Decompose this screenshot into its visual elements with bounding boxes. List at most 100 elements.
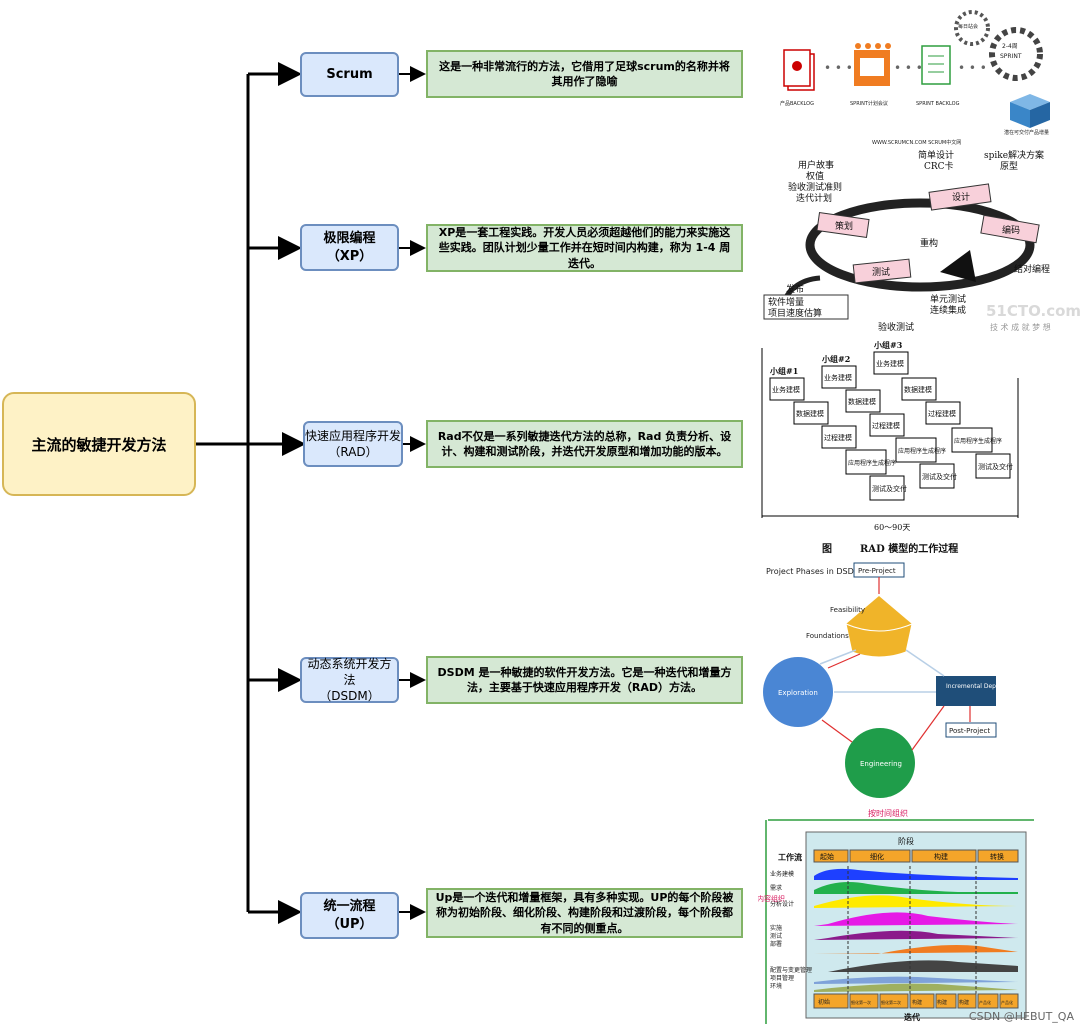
product-increment-icon <box>1010 94 1050 128</box>
rad-step-3a: 业务建模 <box>876 359 904 368</box>
dsdm-figure: Project Phases in DSDM Atern Pre-Project… <box>760 560 1080 800</box>
up-top-label: 按时间组织 <box>868 808 908 818</box>
up-workflow-4: 测试 <box>770 932 782 940</box>
up-workflow-3: 实施 <box>770 924 782 932</box>
up-left-label: 按内容组织 <box>758 894 785 903</box>
dsdm-cone <box>846 596 912 631</box>
scrum-figure: 产品BACKLOG • • • SPRINT计划会议 • • • SPRINT … <box>776 6 1080 148</box>
xp-label-6: spike解决方案 <box>984 150 1044 161</box>
xp-label-14: 软件增量 <box>768 296 804 308</box>
xp-box-design-label: 设计 <box>952 191 970 203</box>
xp-logo-sub: 技 术 成 就 梦 想 <box>990 322 1051 332</box>
xp-figure: 策划 设计 编码 测试 用户故事 权值 验收测试准则 迭代计划 简单设计 CRC… <box>760 150 1080 334</box>
xp-box-plan-label: 策划 <box>835 220 853 232</box>
up-workflow-2: 分析设计 <box>770 900 794 908</box>
rad-step-3b: 数据建模 <box>904 385 932 394</box>
rad-step-2d: 应用程序生成程序 <box>898 447 946 455</box>
dsdm-exploration-label: Exploration <box>778 689 818 697</box>
method-xp: 极限编程 （XP） <box>300 224 399 271</box>
up-phase-title: 阶段 <box>898 836 914 846</box>
description-rad: Rad不仅是一系列敏捷迭代方法的总称，Rad 负责分析、设计、构建和测试阶段，并… <box>426 420 743 468</box>
xp-label-13: 发布 <box>786 283 804 295</box>
xp-label-7: 原型 <box>1000 161 1018 172</box>
root-node: 主流的敏捷开发方法 <box>2 392 196 496</box>
up-workflow-8: 环境 <box>770 982 782 990</box>
up-workflow-0: 业务建模 <box>770 870 794 878</box>
up-phase-1: 细化 <box>870 852 884 861</box>
dsdm-deployment-label: Incremental Deployment <box>946 683 1021 690</box>
xp-label-1: 权值 <box>806 170 824 182</box>
up-phase-3: 转换 <box>990 852 1004 861</box>
dsdm-post: Post-Project <box>949 727 990 735</box>
dsdm-pre: Pre-Project <box>858 567 896 575</box>
watermark: CSDN @HEBUT_QA <box>968 1010 1074 1023</box>
up-iteration-3: 构建 <box>912 999 922 1006</box>
scrum-item-5: SPRINT <box>1000 53 1022 60</box>
up-iteration-4: 构建 <box>937 999 947 1006</box>
up-iteration-6: 产品化 <box>979 999 991 1005</box>
up-workflow-5: 部署 <box>770 940 782 948</box>
xp-box-code-label: 编码 <box>1002 224 1020 236</box>
rad-duration: 60～90天 <box>874 523 910 532</box>
product-backlog-icon <box>783 49 815 91</box>
xp-label-11: 连续集成 <box>930 304 966 316</box>
dsdm-feasibility: Feasibility <box>830 606 865 614</box>
description-scrum: 这是一种非常流行的方法，它借用了足球scrum的名称并将其用作了隐喻 <box>426 50 743 98</box>
dsdm-engineering-label: Engineering <box>860 760 902 768</box>
rad-caption: RAD 模型的工作过程 <box>860 542 958 555</box>
xp-box-plan <box>816 212 870 238</box>
sprint-planning-icon <box>854 43 891 86</box>
rad-step-3e: 测试及交付 <box>978 462 1013 471</box>
up-phase-0: 起始 <box>820 852 834 861</box>
xp-label-4: 简单设计 <box>918 150 954 161</box>
xp-label-10: 单元测试 <box>930 293 966 305</box>
method-dsdm: 动态系统开发方法 （DSDM） <box>300 657 399 703</box>
up-phase-2: 构建 <box>934 852 948 861</box>
description-dsdm: DSDM 是一种敏捷的软件开发方法。它是一种迭代和增量方法，主要基于快速应用程序… <box>426 656 743 704</box>
xp-label-5: CRC卡 <box>924 160 954 172</box>
dsdm-exploration <box>763 657 833 727</box>
dsdm-engineering <box>845 728 915 798</box>
up-workflow-6: 配置与变更管理 <box>770 966 812 974</box>
xp-box-design <box>928 183 992 211</box>
scrum-item-2: SPRINT BACKLOG <box>916 101 960 107</box>
scrum-item-3: 每日站会 <box>958 23 978 30</box>
rad-step-1e: 测试及交付 <box>872 484 907 493</box>
up-bottom-label: 迭代 <box>904 1012 920 1022</box>
rad-step-1b: 数据建模 <box>796 409 824 418</box>
rad-step-2a: 业务建模 <box>824 373 852 382</box>
up-workflow-label: 工作流 <box>778 852 802 862</box>
xp-label-8: 重构 <box>920 237 938 249</box>
up-workflow-1: 需求 <box>770 884 782 892</box>
rad-team-2: 小组#2 <box>821 354 850 364</box>
xp-label-2: 验收测试准则 <box>788 181 842 193</box>
sprint-cycle-icon <box>954 10 1043 81</box>
dsdm-deployment <box>936 676 996 706</box>
method-up: 统一流程 （UP） <box>300 892 399 939</box>
up-workflow-7: 项目管理 <box>770 974 794 982</box>
rad-step-1d: 应用程序生成程序 <box>848 459 896 467</box>
xp-label-3: 迭代计划 <box>796 192 832 204</box>
up-iteration-2: 细化第二次 <box>881 999 901 1005</box>
xp-label-15: 项目速度估算 <box>768 307 822 319</box>
rad-step-3d: 应用程序生成程序 <box>954 437 1002 445</box>
rad-figure: 小组#1 小组#2 小组#3 业务建模 数据建模 过程建模 应用程序生成程序 测… <box>756 338 1080 560</box>
up-iteration-5: 构建 <box>959 999 969 1006</box>
xp-label-0: 用户故事 <box>798 159 834 171</box>
up-iteration-7: 产品化 <box>1001 999 1013 1005</box>
scrum-item-4: 2-4周 <box>1002 43 1018 50</box>
up-iteration-1: 细化第一次 <box>851 999 871 1005</box>
description-up: Up是一个迭代和增量框架，具有多种实现。UP的每个阶段被称为初始阶段、细化阶段、… <box>426 888 743 938</box>
rad-step-1a: 业务建模 <box>772 385 800 394</box>
method-scrum: Scrum <box>300 52 399 97</box>
dsdm-title: Project Phases in DSDM Atern <box>766 567 885 576</box>
xp-box-code <box>980 214 1040 244</box>
rad-step-2b: 数据建模 <box>848 397 876 406</box>
svg-text:• • •: • • • <box>824 61 853 75</box>
rad-team-3: 小组#3 <box>873 340 903 350</box>
description-xp: XP是一套工程实践。开发人员必须超越他们的能力来实施这些实践。团队计划少量工作并… <box>426 224 743 272</box>
rad-caption-prefix: 图 <box>822 543 832 555</box>
xp-label-9: 结对编程 <box>1014 263 1050 275</box>
scrum-item-6: 潜在可交付产品增量 <box>1004 129 1049 136</box>
